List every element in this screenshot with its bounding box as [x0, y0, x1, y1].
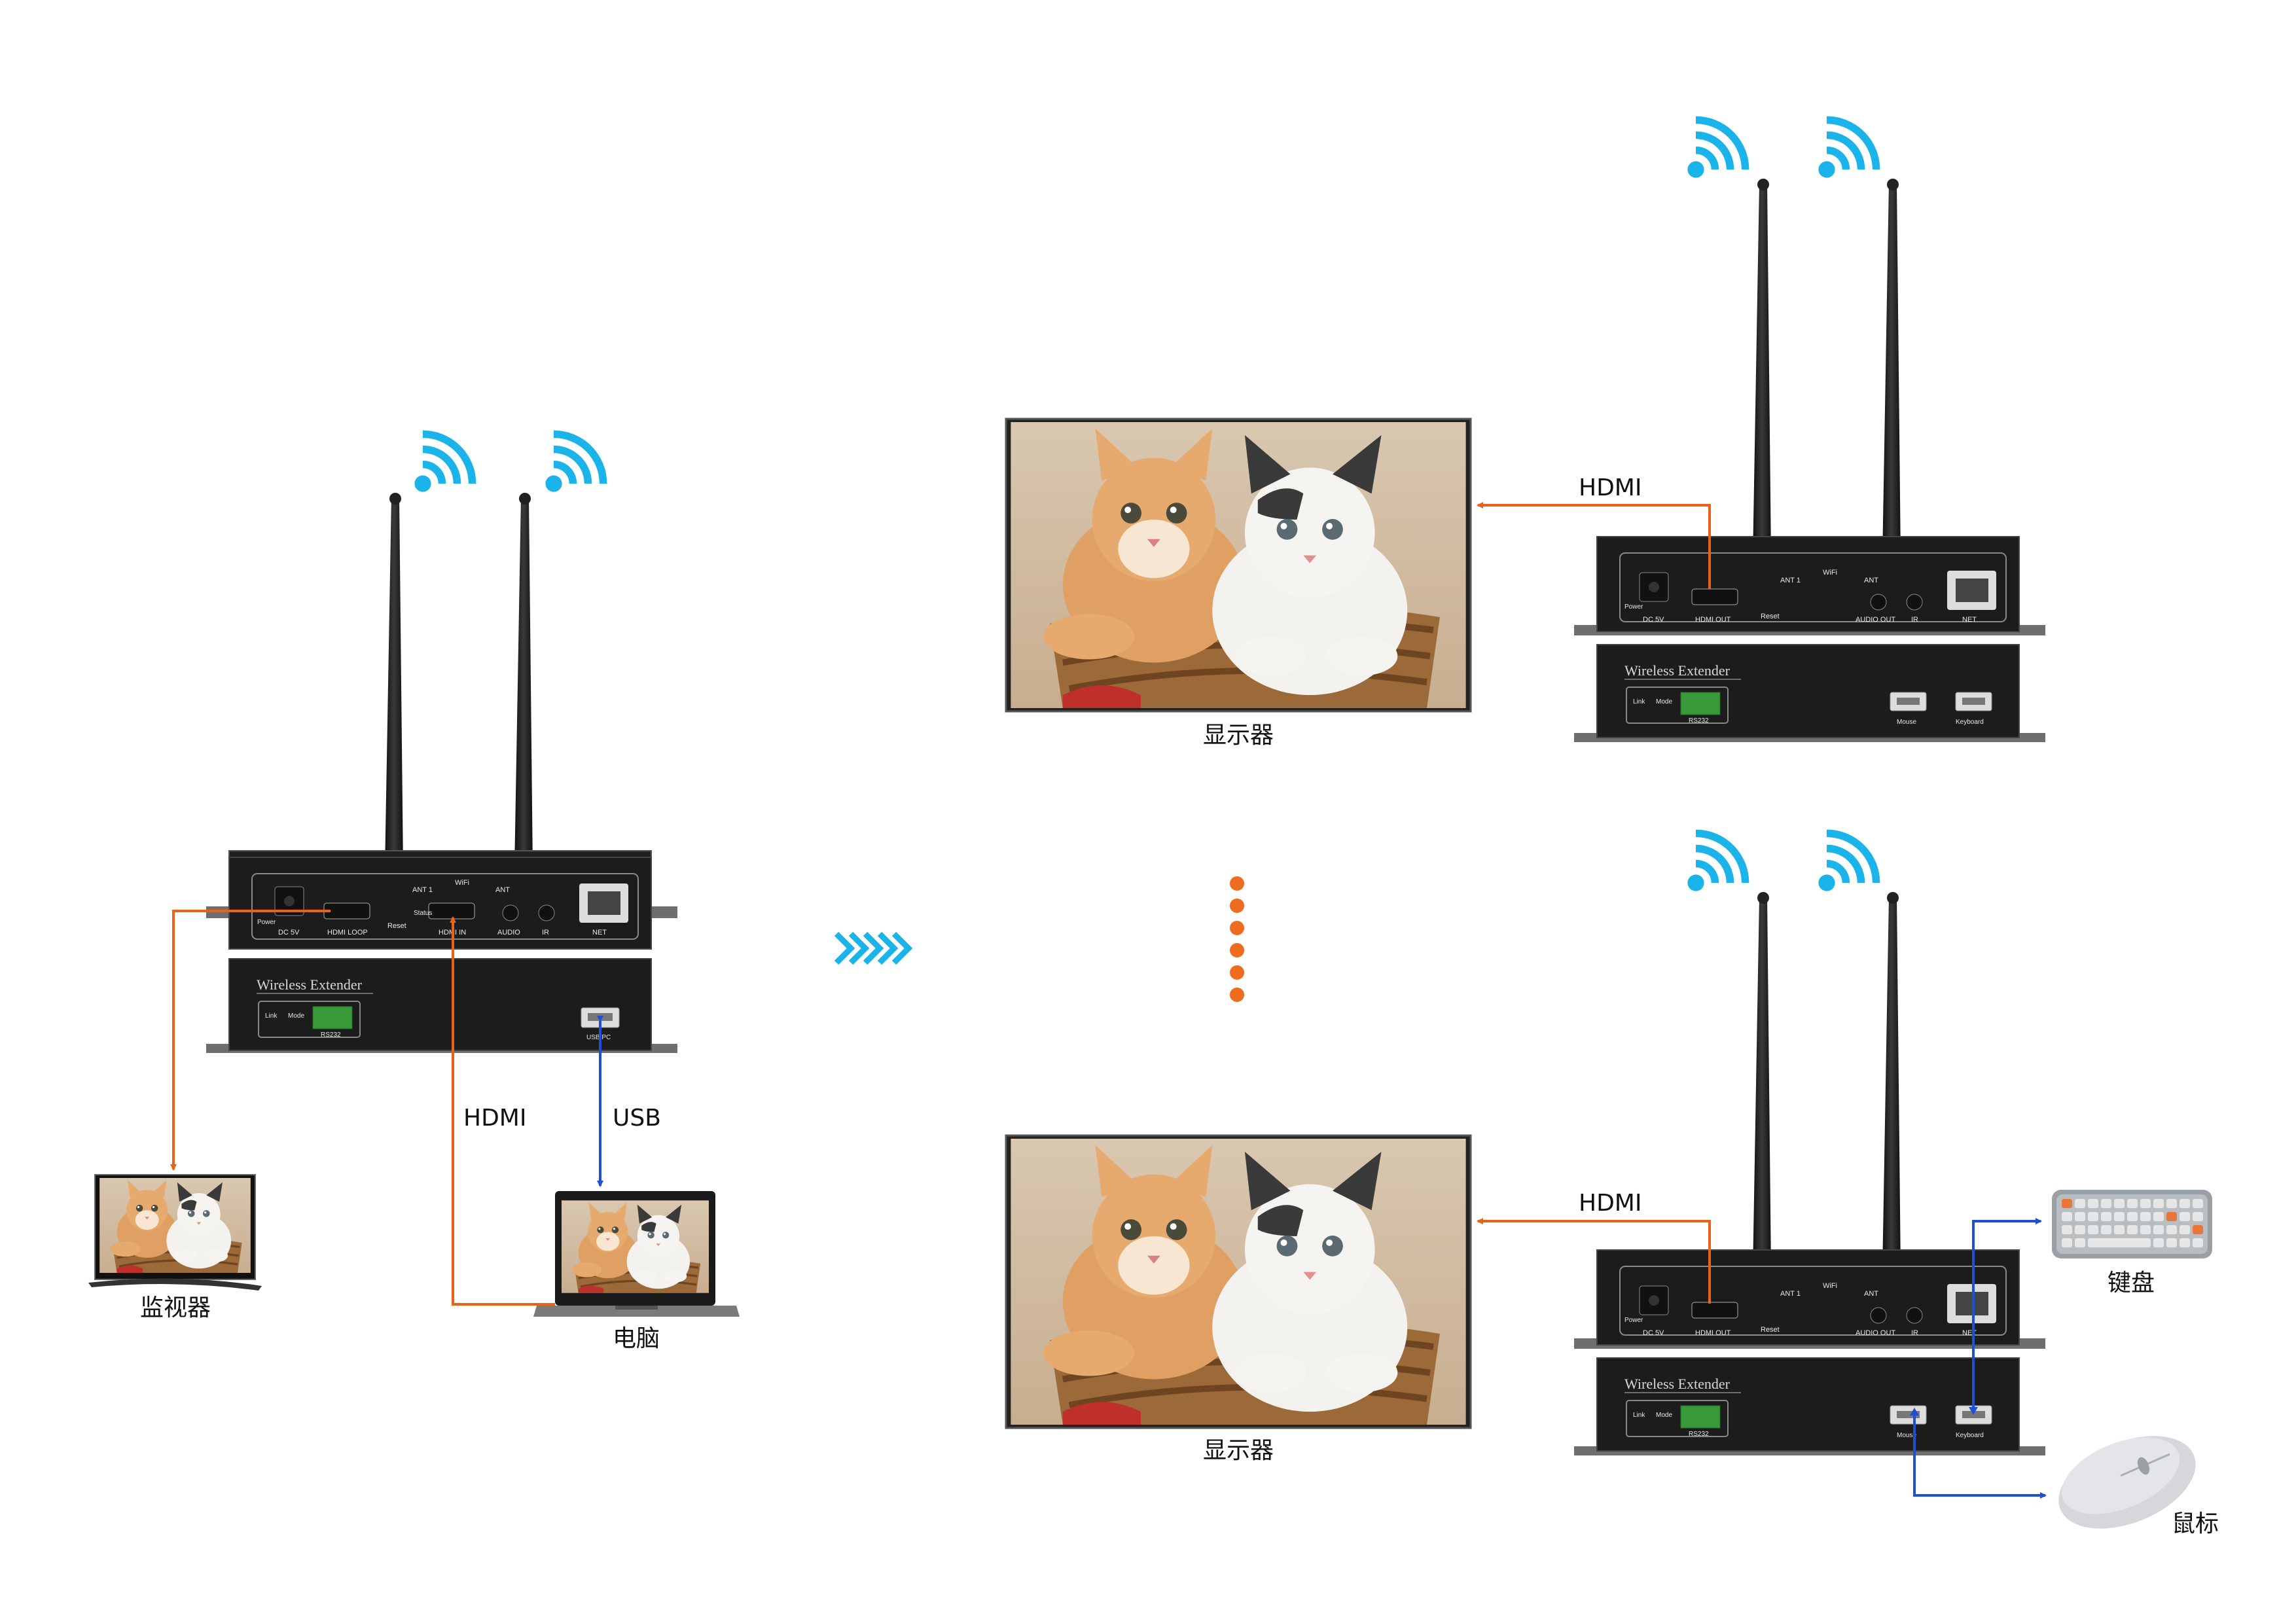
hdmi-label-left: HDMI — [463, 1105, 526, 1132]
wifi-signal-icon — [545, 434, 603, 491]
hdmi-in-connection: HDMI — [450, 916, 555, 1306]
label-net: NET — [592, 929, 607, 936]
label-mode: Mode — [1656, 698, 1672, 705]
display-label: 显示器 — [1203, 722, 1274, 749]
wifi-signal-icon — [1687, 833, 1745, 891]
label-status: Status — [414, 910, 432, 917]
hdmi-label-top: HDMI — [1579, 474, 1641, 501]
label-reset: Reset — [387, 922, 406, 930]
label-ir: IR — [1911, 1329, 1918, 1337]
label-dc: DC 5V — [1643, 1329, 1664, 1337]
label-mode: Mode — [1656, 1412, 1672, 1419]
label-wifi: WiFi — [1823, 1282, 1837, 1290]
mouse-label: 鼠标 — [2172, 1510, 2219, 1537]
computer-label: 电脑 — [613, 1325, 660, 1352]
laptop: 电脑 — [533, 1191, 740, 1352]
antenna — [512, 493, 535, 910]
label-wifi: WiFi — [455, 879, 469, 887]
label-ant: ANT — [495, 886, 510, 894]
label-reset: Reset — [1761, 1326, 1780, 1334]
label-usb-pc: USB PC — [586, 1034, 611, 1041]
brand-text: Wireless Extender — [1624, 662, 1731, 679]
label-ant1: ANT 1 — [412, 886, 433, 894]
usb-label-left: USB — [613, 1105, 661, 1132]
label-hdmi-loop: HDMI LOOP — [327, 929, 368, 936]
label-rs232: RS232 — [321, 1031, 341, 1039]
label-mode: Mode — [288, 1012, 304, 1020]
keyboard-label: 键盘 — [2108, 1270, 2155, 1296]
chevron-arrows-icon — [834, 931, 913, 965]
keyboard-connection — [1969, 1218, 2042, 1415]
label-audio-out: AUDIO OUT — [1856, 1329, 1895, 1337]
usb-connection: USB — [597, 1016, 661, 1187]
label-power: Power — [1624, 603, 1643, 611]
label-mouse: Mouse — [1897, 719, 1916, 726]
label-mouse: Mouse — [1897, 1432, 1916, 1439]
wifi-signal-icon — [1818, 120, 1876, 177]
label-link: Link — [1633, 1412, 1645, 1419]
label-ant1: ANT 1 — [1780, 1290, 1801, 1298]
receiver-top-unit: Power DC 5V HDMI OUT Reset ANT 1 WiFi AN… — [1574, 536, 2045, 635]
antenna — [1880, 892, 1903, 1312]
label-rs232: RS232 — [1689, 1431, 1709, 1438]
wifi-signal-icon — [1687, 120, 1745, 177]
transmitter-top-unit: Power DC 5V HDMI LOOP Reset ANT 1 WiFi A… — [206, 850, 677, 950]
receiver-device: Power DC 5V HDMI OUT Reset ANT 1 WiFi AN… — [1574, 833, 2045, 1455]
hdmi-out-connection: HDMI — [1477, 1190, 1711, 1304]
label-hdmi-out: HDMI OUT — [1695, 1329, 1731, 1337]
display: 显示器 — [1005, 1134, 1472, 1464]
label-wifi: WiFi — [1823, 569, 1837, 577]
display-label: 显示器 — [1203, 1437, 1274, 1464]
label-keyboard: Keyboard — [1956, 719, 1984, 726]
label-ir: IR — [1911, 616, 1918, 624]
hdmi-out-connection: HDMI — [1477, 474, 1711, 589]
label-link: Link — [265, 1012, 278, 1020]
label-ant1: ANT 1 — [1780, 577, 1801, 584]
transmitter-bottom-unit: Wireless Extender Link Mode RS232 USB PC — [206, 958, 677, 1053]
label-reset: Reset — [1761, 613, 1780, 620]
transmitter-device: Power DC 5V HDMI LOOP Reset ANT 1 WiFi A… — [206, 434, 677, 1053]
hdmi-label-bottom: HDMI — [1579, 1190, 1641, 1217]
brand-text: Wireless Extender — [1624, 1376, 1731, 1392]
wifi-signal-icon — [1818, 833, 1876, 891]
receiver-device: Power DC 5V HDMI OUT Reset ANT 1 WiFi AN… — [1574, 120, 2045, 742]
label-ir: IR — [542, 929, 549, 936]
label-net: NET — [1962, 616, 1977, 624]
label-dc: DC 5V — [1643, 616, 1664, 624]
ellipsis-dots — [1230, 876, 1244, 1002]
antenna — [383, 493, 405, 910]
antenna — [1751, 179, 1773, 599]
label-keyboard: Keyboard — [1956, 1432, 1984, 1439]
receiver-top-unit: Power DC 5V HDMI OUT Reset ANT 1 WiFi AN… — [1574, 1249, 2045, 1349]
antenna — [1880, 179, 1903, 599]
display: 显示器 — [1005, 418, 1472, 749]
brand-text: Wireless Extender — [257, 976, 363, 993]
label-power: Power — [257, 919, 276, 926]
label-audio-out: AUDIO OUT — [1856, 616, 1895, 624]
label-ant: ANT — [1864, 577, 1878, 584]
label-link: Link — [1633, 698, 1645, 705]
antenna — [1751, 892, 1773, 1312]
receiver-bottom-unit: Wireless Extender Link Mode RS232 Mouse … — [1574, 644, 2045, 742]
mouse: 鼠标 — [2058, 1436, 2219, 1537]
label-power: Power — [1624, 1317, 1643, 1324]
receiver-bottom-unit: Wireless Extender Link Mode RS232 Mouse … — [1574, 1357, 2045, 1455]
label-hdmi-out: HDMI OUT — [1695, 616, 1731, 624]
monitor: 监视器 — [88, 1174, 262, 1321]
wifi-signal-icon — [414, 434, 472, 491]
monitor-label: 监视器 — [140, 1294, 211, 1321]
label-ant: ANT — [1864, 1290, 1878, 1298]
keyboard: 键盘 — [2052, 1190, 2212, 1296]
label-dc: DC 5V — [278, 929, 300, 936]
label-rs232: RS232 — [1689, 717, 1709, 724]
mouse-connection — [1910, 1408, 2047, 1499]
hdmi-loop-connection — [170, 910, 331, 1171]
label-audio: AUDIO — [497, 929, 520, 936]
